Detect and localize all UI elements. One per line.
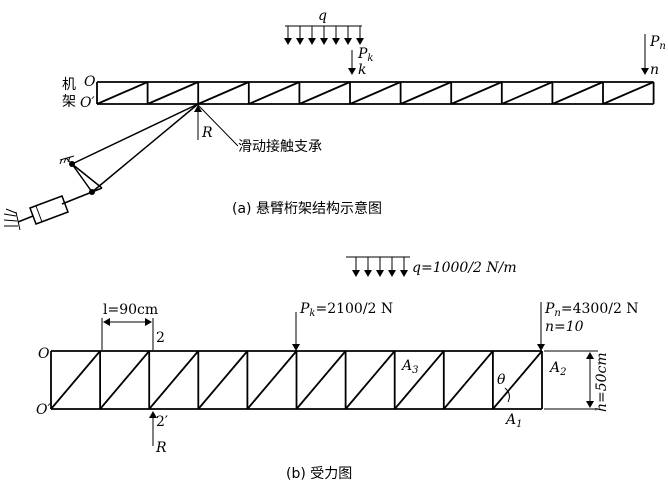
top-force-pn: Pn n (641, 34, 666, 78)
truss-diagonal-member (602, 81, 654, 105)
truss-diagonal-member (148, 350, 199, 410)
truss-diagonal-member (344, 350, 396, 410)
bottom-label-a2: A2 (548, 360, 567, 378)
bottom-label-pn: Pn=4300/2 N (544, 301, 639, 319)
bottom-label-theta: θ (497, 372, 506, 388)
top-support-label: 滑动接触支承 (238, 138, 322, 155)
truss-diagonal-member (450, 81, 503, 105)
top-ground-pivot (59, 155, 75, 165)
bottom-reaction-r: 2′ R (149, 411, 168, 456)
bottom-label-r: R (155, 440, 167, 456)
truss-diagonal-member (552, 81, 604, 105)
top-figure: q Pk k Pn n O O′ 机 架 R 滑动接触支承 (3, 8, 666, 231)
truss-diagonal-member (197, 350, 249, 410)
truss-diagonal-member (147, 81, 199, 105)
truss-diagonal-member (299, 81, 351, 105)
bottom-distributed-load: q=1000/2 N/m (346, 256, 517, 277)
truss-diagonal-member (349, 81, 401, 105)
top-linkage (3, 103, 199, 231)
truss-diagonal-member (99, 350, 150, 410)
top-label-n: n (650, 62, 659, 78)
bottom-label-pk: Pk=2100/2 N (299, 301, 393, 319)
bottom-angle-theta: θ (497, 372, 510, 403)
top-label-frame-2: 架 (62, 94, 76, 110)
truss-diagonal-member (96, 81, 148, 105)
truss-diagonal-member (197, 81, 250, 105)
bottom-label-a3: A3 (400, 358, 419, 376)
top-label-r: R (201, 125, 213, 141)
top-label-o: O (84, 74, 96, 90)
truss-diagonal-member (400, 81, 452, 105)
bottom-force-pn: Pn=4300/2 N n=10 (537, 301, 639, 351)
bottom-label-o: O (38, 346, 50, 362)
truss-diagonal-member (246, 350, 298, 410)
bottom-label-2-prime: 2′ (156, 414, 168, 430)
bottom-label-n: n=10 (545, 319, 584, 335)
bottom-label-l: l=90cm (103, 302, 158, 318)
truss-diagonal-member (492, 350, 543, 410)
bottom-dimension-h: h=50cm (544, 350, 610, 412)
top-label-k: k (358, 62, 366, 78)
truss-diagonal-member (501, 81, 553, 105)
top-force-pk: Pk k (348, 46, 373, 78)
bottom-label-a1: A1 (504, 412, 523, 430)
top-caption: (a) 悬臂桁架结构示意图 (232, 200, 382, 217)
top-label-o-prime: O′ (80, 95, 95, 111)
bottom-figure: q=1000/2 N/m l=90cm 2 Pk=2100/2 N Pn=430… (36, 256, 639, 482)
bottom-label-h: h=50cm (594, 352, 610, 412)
truss-diagonal-member (50, 350, 101, 410)
bottom-truss (50, 350, 543, 410)
bottom-label-o-prime: O′ (36, 402, 51, 418)
bottom-force-pk: Pk=2100/2 N (292, 301, 393, 351)
top-label-q: q (318, 8, 327, 24)
top-label-pk: Pk (357, 46, 373, 64)
bottom-load-text: q=1000/2 N/m (412, 260, 517, 276)
truss-diagonal-member (443, 350, 494, 410)
bottom-caption: (b) 受力图 (286, 466, 352, 482)
bottom-dimension-l: l=90cm 2 (101, 302, 165, 350)
truss-diagonal-member (394, 350, 445, 410)
top-distributed-load: q (284, 8, 364, 45)
top-support-reaction: R 滑动接触支承 (194, 104, 322, 155)
top-label-pn: Pn (649, 34, 666, 52)
truss-diagonal-member (248, 81, 300, 105)
bottom-label-2: 2 (156, 330, 165, 346)
top-truss (96, 81, 655, 105)
truss-diagonal-member (295, 350, 347, 410)
top-hydraulic-cylinder (3, 191, 93, 231)
top-label-frame-1: 机 (62, 77, 76, 93)
